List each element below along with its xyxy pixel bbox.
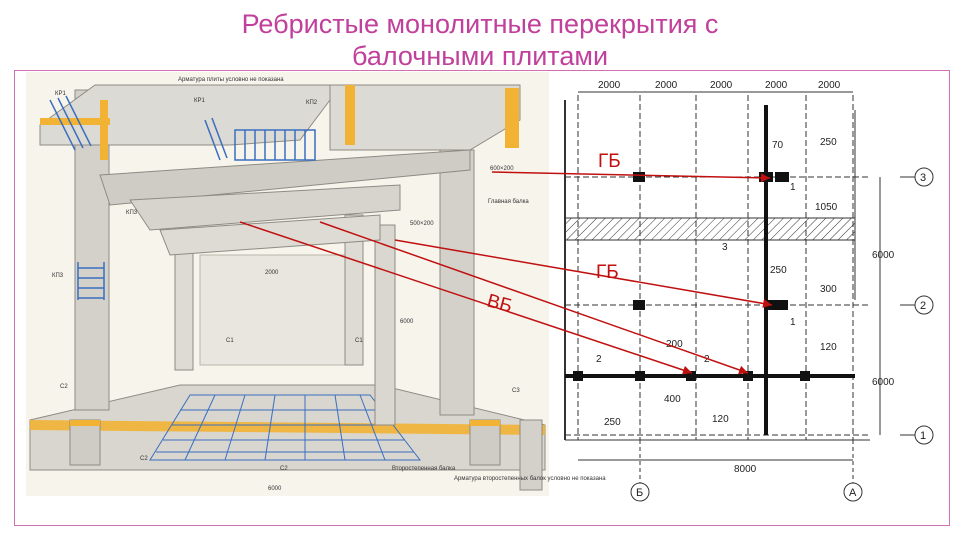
arrow-gb-top (491, 171, 771, 183)
bottom-beam-rebar-right (470, 420, 500, 426)
dim-8000: 8000 (734, 464, 757, 475)
label-kr1-b: КР1 (194, 98, 205, 104)
secondary-ribs-far (159, 214, 381, 256)
rebar-note: Арматура второстепенных балок условно не… (454, 476, 606, 482)
label-c2-b: С2 (140, 456, 148, 462)
column-back-right (344, 214, 364, 366)
axis-label-3: 3 (920, 172, 926, 184)
dim-120-b: 120 (712, 414, 729, 425)
dim-6000-a: 6000 (872, 250, 895, 261)
dim-70: 70 (772, 140, 784, 151)
dim-250-top: 250 (820, 137, 837, 148)
plan-grid (565, 95, 870, 440)
arrow-vb-1 (239, 221, 693, 375)
hatched-section (564, 217, 856, 241)
top-dim-1: 2000 (598, 80, 621, 91)
section-mark-2a: 2 (596, 354, 602, 365)
span-6000-bottom: 6000 (268, 486, 282, 492)
dim-600-200: 600×200 (490, 166, 514, 172)
label-c2-c: С2 (280, 466, 288, 472)
floor-mesh (149, 394, 422, 461)
plan-labels: 2000 2000 2000 2000 2000 70 250 1050 600… (596, 80, 926, 499)
beam-rebar-1 (345, 85, 355, 145)
dim-1050: 1050 (815, 202, 838, 213)
span-6000-mid: 6000 (400, 319, 414, 325)
column-rebar-cage (77, 262, 105, 300)
sec-beam-note: Второстепенная балка (392, 466, 456, 472)
label-kp3-b: КП3 (52, 273, 64, 279)
dim-300: 300 (820, 284, 837, 295)
dim-6000-b: 6000 (872, 377, 895, 388)
bottom-beam-right (469, 419, 501, 466)
dim-120-a: 120 (820, 342, 837, 353)
top-dim-5: 2000 (818, 80, 841, 91)
section-mark-1: 1 (790, 182, 796, 193)
label-kp2: КП2 (306, 100, 318, 106)
dim-200: 200 (666, 339, 683, 350)
section-mark-2b: 2 (704, 354, 710, 365)
content-frame (14, 70, 950, 526)
beam-rebar-2 (505, 88, 519, 148)
label-kr1-a: КР1 (55, 91, 66, 97)
label-kp3: КП3 (126, 210, 138, 216)
section-mark-3: 3 (722, 242, 728, 253)
slide-title-line-2: балочными плитами (351, 41, 609, 71)
callout-gb-mid: ГБ (596, 262, 619, 283)
floor-slab-rebar (30, 420, 545, 435)
top-dim-2: 2000 (655, 80, 678, 91)
top-slab-left (39, 84, 331, 146)
slab-rebar-left (40, 118, 110, 125)
main-beam (99, 149, 471, 206)
column-stub-right (519, 419, 543, 491)
label-c3: С3 (512, 388, 520, 394)
top-dim-3: 2000 (710, 80, 733, 91)
axis-label-2: 2 (920, 300, 926, 312)
axis-label-A: А (849, 487, 857, 499)
secondary-ribs (129, 184, 401, 231)
top-note: Арматура плиты условно не показана (178, 77, 284, 83)
callout-gb-top: ГБ (598, 151, 621, 172)
column-rebar-top (100, 100, 108, 160)
label-c1-b: С1 (355, 338, 363, 344)
dim-400: 400 (664, 394, 681, 405)
dim-500-200: 500×200 (410, 221, 434, 227)
column-mid-right (374, 224, 396, 426)
arrow-gb-mid (394, 239, 773, 308)
section-mark-1b: 1 (790, 317, 796, 328)
top-rebar-cages (49, 95, 316, 161)
axis-label-1: 1 (920, 430, 926, 442)
bottom-beam-left (69, 419, 101, 466)
label-c2-a: С2 (60, 384, 68, 390)
main-beam-note: Главная балка (488, 199, 529, 205)
arrow-vb-2 (319, 221, 749, 375)
slide-title-line-1: Ребристые монолитные перекрытия с (241, 9, 719, 39)
top-dim-4: 2000 (765, 80, 788, 91)
top-slab-right (329, 84, 521, 151)
dim-250-bottom: 250 (604, 417, 621, 428)
plan-drawing (564, 91, 934, 502)
axis-label-B: Б (636, 487, 643, 499)
span-2000: 2000 (265, 270, 279, 276)
bottom-beam-rebar-left (70, 420, 100, 426)
column-front-right (439, 149, 475, 416)
dim-250-mid: 250 (770, 265, 787, 276)
callout-arrows (239, 171, 773, 375)
perspective-drawing: Арматура плиты условно не показана КР1 К… (26, 72, 606, 496)
label-c1-a: С1 (226, 338, 234, 344)
